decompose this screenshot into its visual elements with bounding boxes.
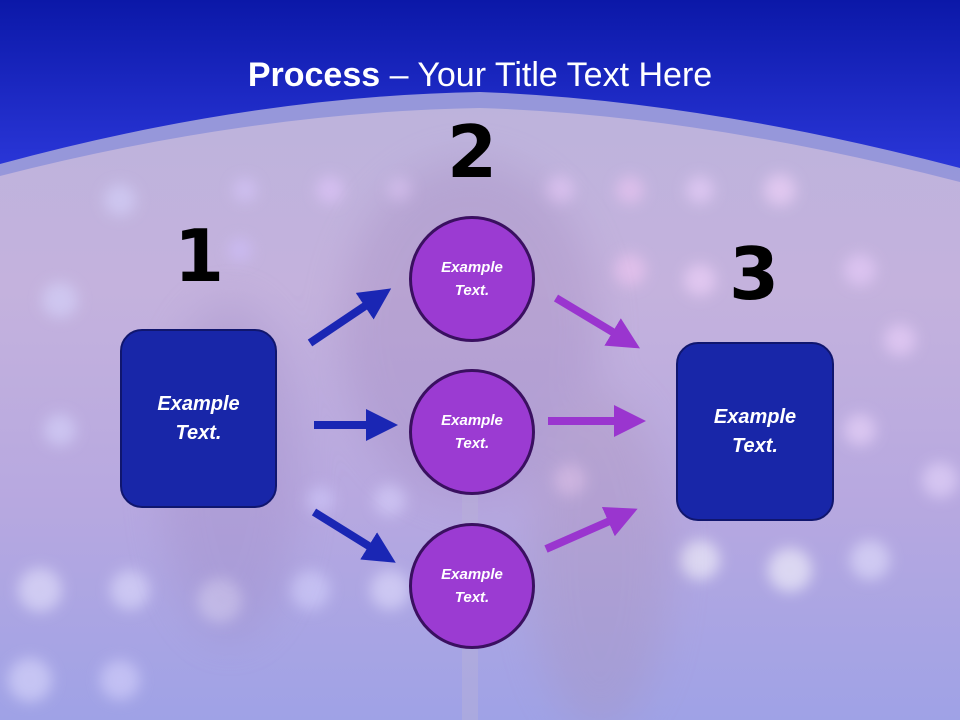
step-2-circle-top: Example Text.	[409, 216, 535, 342]
step-number-3: 3	[728, 232, 780, 316]
step-number-1: 1	[173, 214, 225, 298]
title-bold: Process	[247, 56, 381, 94]
header-band	[0, 0, 960, 182]
step-number-2: 2	[446, 110, 498, 194]
step-1-box: Example Text.	[120, 329, 277, 508]
title-rest: – Your Title Text Here	[380, 56, 713, 94]
step-2-circle-bottom: Example Text.	[409, 523, 535, 649]
slide-title: Process – Your Title Text Here	[0, 52, 960, 98]
step-2-circle-middle: Example Text.	[409, 369, 535, 495]
step-3-box: Example Text.	[676, 342, 834, 521]
